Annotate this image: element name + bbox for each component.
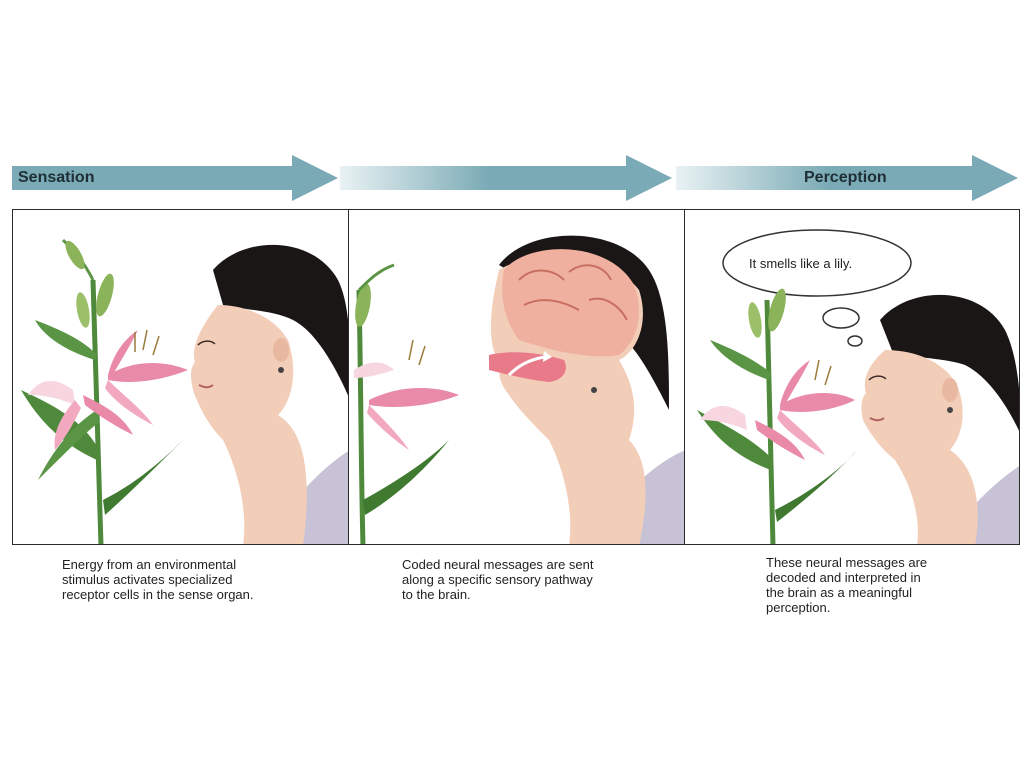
lily-flowers: [28, 329, 188, 450]
caption-perception: These neural messages are decoded and in…: [766, 555, 996, 615]
panel-sensation: [12, 209, 349, 545]
airflow-arrow: [507, 355, 545, 377]
caption-line: decoded and interpreted in: [766, 570, 921, 585]
transmission-arrow: [340, 155, 672, 201]
caption-line: to the brain.: [402, 587, 471, 602]
caption-sensation: Energy from an environmental stimulus ac…: [62, 557, 292, 602]
caption-line: Coded neural messages are sent: [402, 557, 594, 572]
lily-plant: [355, 263, 449, 544]
lily-flowers: [354, 339, 459, 450]
caption-transmission: Coded neural messages are sent along a s…: [402, 557, 632, 602]
woman-smelling-flower: [861, 294, 1019, 544]
thought-bubble: [722, 229, 912, 347]
caption-line: Energy from an environmental: [62, 557, 237, 572]
caption-line: along a specific sensory pathway: [402, 572, 593, 587]
woman-with-brain-cutaway: [489, 235, 684, 544]
lily-flowers: [700, 359, 855, 460]
process-arrow-band: [12, 155, 1018, 201]
caption-line: These neural messages are: [766, 555, 928, 570]
perception-label: Perception: [804, 169, 887, 186]
panel-perception-illustration: [697, 229, 1019, 544]
panel-sensation-illustration: [21, 238, 348, 544]
caption-line: stimulus activates specialized: [62, 572, 233, 587]
brain-cutaway: [502, 249, 639, 357]
thought-bubble-text: It smells like a lily.: [749, 256, 853, 271]
caption-line: the brain as a meaningful: [766, 585, 912, 600]
caption-line: receptor cells in the sense organ.: [62, 587, 254, 602]
panel-transmission: [348, 209, 685, 545]
sensation-arrow: [12, 155, 338, 201]
perception-arrow: [676, 155, 1018, 201]
sensation-label: Sensation: [18, 169, 95, 186]
woman-smelling-flower: [191, 244, 348, 544]
caption-line: perception.: [766, 600, 831, 615]
lily-plant: [697, 288, 857, 544]
panel-transmission-illustration: [354, 235, 684, 544]
panel-perception: It smells like a lily.: [684, 209, 1020, 545]
